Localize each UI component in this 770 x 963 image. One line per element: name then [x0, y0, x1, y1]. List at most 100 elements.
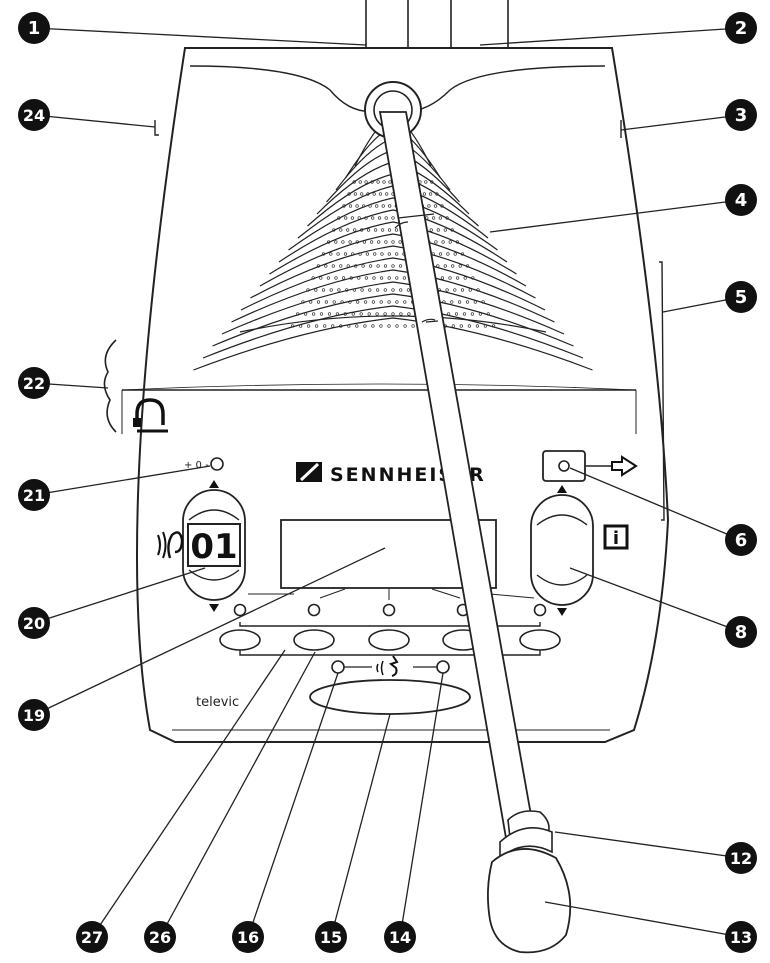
callout-badge-24 [18, 99, 50, 131]
callout-number-12: 12 [730, 849, 752, 868]
channel-digits: 01 [190, 527, 237, 567]
info-selector[interactable] [530, 485, 594, 616]
callout-badge-20 [18, 607, 50, 639]
function-led-1 [233, 603, 247, 617]
speaking-person-icon [376, 655, 399, 677]
callout-24: 24 [18, 99, 156, 131]
callout-22: 22 [18, 367, 109, 399]
callout-21: 21 [18, 465, 211, 511]
callout-badge-22 [18, 367, 50, 399]
callout-number-4: 4 [735, 190, 748, 211]
callout-leader-6 [569, 467, 742, 541]
callout-leader-15 [330, 713, 391, 938]
gooseneck-microphone [378, 111, 553, 860]
info-icon: i [603, 524, 629, 550]
callout-number-20: 20 [23, 614, 45, 633]
callout-number-22: 22 [23, 374, 45, 393]
callout-number-2: 2 [735, 18, 748, 39]
callout-leader-26 [159, 651, 316, 938]
callout-number-3: 3 [735, 105, 748, 126]
callout-number-15: 15 [320, 928, 342, 947]
callout-20: 20 [18, 567, 206, 639]
arrow-right-icon [585, 455, 638, 477]
function-key-3[interactable] [368, 589, 410, 651]
callout-badge-2 [725, 12, 757, 44]
callout-badge-3 [725, 99, 757, 131]
callout-number-6: 6 [735, 530, 748, 551]
callout-leader-27 [91, 649, 286, 938]
info-symbol: i [613, 528, 619, 549]
callout-number-24: 24 [23, 106, 45, 125]
output-button[interactable] [542, 450, 586, 482]
callout-number-5: 5 [735, 287, 748, 308]
callout-number-19: 19 [23, 706, 45, 725]
callout-15: 15 [315, 713, 391, 953]
callout-badge-15 [315, 921, 347, 953]
info-up-arrow [557, 485, 567, 493]
callout-badge-13 [725, 921, 757, 953]
callout-2: 2 [479, 12, 757, 46]
callout-badge-16 [232, 921, 264, 953]
function-button-5[interactable] [519, 629, 561, 651]
headphone-icon [133, 398, 168, 433]
headphone-level-indicator: + 0 - [184, 457, 224, 471]
channel-up-arrow [209, 480, 219, 488]
callout-badge-8 [725, 616, 757, 648]
callout-8: 8 [569, 567, 757, 648]
ear-icon [157, 531, 184, 559]
callout-1: 1 [18, 12, 367, 46]
function-key-5[interactable] [489, 593, 561, 651]
callout-number-26: 26 [149, 928, 171, 947]
callout-leader-20 [33, 567, 206, 624]
function-led-2 [307, 603, 321, 617]
gooseneck-base-top [365, 0, 509, 49]
callout-leader-12 [554, 831, 742, 859]
display-segment-line-2 [319, 588, 346, 599]
maker-label: televic [196, 695, 239, 710]
callout-leader-3 [620, 114, 742, 131]
function-led-3 [382, 603, 396, 617]
callout-badge-19 [18, 699, 50, 731]
callout-leader-19 [33, 547, 386, 716]
callout-badge-1 [18, 12, 50, 44]
callout-badge-21 [18, 479, 50, 511]
callout-leader-21 [33, 465, 211, 496]
callout-5: 5 [662, 281, 757, 313]
callout-badge-27 [76, 921, 108, 953]
callout-12: 12 [554, 831, 757, 874]
display-segment-line-4 [431, 588, 461, 599]
callout-leader-14 [399, 672, 444, 938]
button-bracket [239, 650, 541, 656]
function-key-2[interactable] [293, 588, 346, 651]
callout-badge-4 [725, 184, 757, 216]
callout-badge-6 [725, 524, 757, 556]
callout-3: 3 [620, 99, 757, 131]
callout-number-27: 27 [81, 928, 103, 947]
callout-badge-5 [725, 281, 757, 313]
led-bracket [239, 622, 541, 627]
callout-13: 13 [544, 901, 757, 953]
function-key-1[interactable] [219, 593, 294, 651]
callout-leader-24 [33, 114, 156, 128]
info-down-arrow [557, 608, 567, 616]
callout-19: 19 [18, 547, 386, 731]
speak-indicators [331, 655, 450, 677]
callout-14: 14 [384, 672, 444, 953]
callout-leader-2 [479, 27, 742, 46]
callout-badge-14 [384, 921, 416, 953]
function-button-2[interactable] [293, 629, 335, 651]
function-buttons [219, 588, 561, 656]
callout-number-21: 21 [23, 486, 45, 505]
channel-selector[interactable]: 01 [182, 480, 246, 612]
function-button-1[interactable] [219, 629, 261, 651]
callout-leader-16 [247, 672, 339, 938]
callout-4: 4 [489, 184, 757, 233]
microphone-capsule [487, 848, 572, 954]
callout-number-13: 13 [730, 928, 752, 947]
callout-6: 6 [569, 467, 757, 556]
function-button-3[interactable] [368, 629, 410, 651]
headphone-level-marks: + 0 - [184, 460, 209, 471]
channel-display [187, 523, 241, 567]
